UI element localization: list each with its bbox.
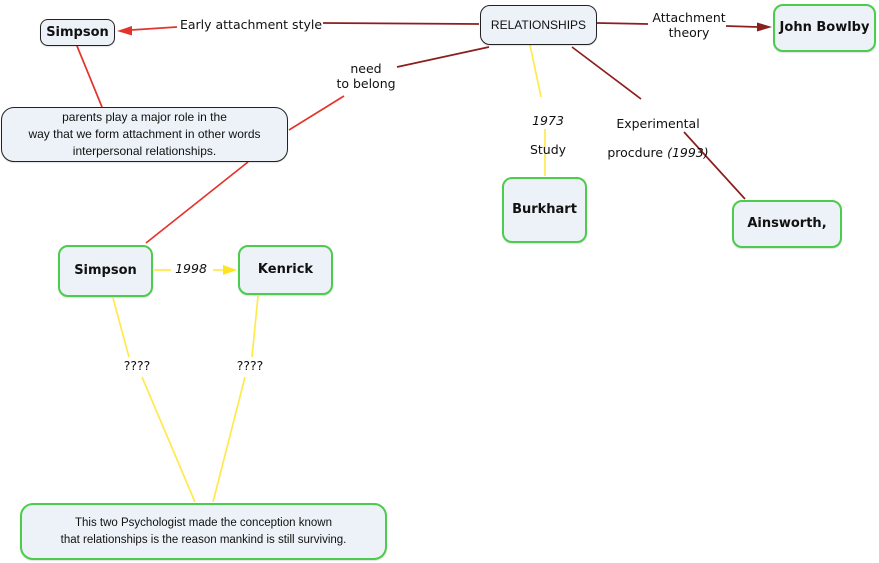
link-text-procedure: procdure <box>607 145 668 161</box>
concept-relationships[interactable]: RELATIONSHIPS <box>480 5 597 45</box>
link-text-experimental: Experimental <box>616 115 700 131</box>
concept-john-bowlby[interactable]: John Bowlby <box>773 4 876 52</box>
link-text-procedure-line: procdure (1993) <box>600 145 716 161</box>
edge-early-attachment-left-segment[interactable] <box>130 26 178 31</box>
link-text: Early attachment style <box>179 17 323 32</box>
concept-label: This two Psychologist made the conceptio… <box>60 516 347 546</box>
edge-unknown-left-upper-segment[interactable] <box>112 297 130 358</box>
edge-attachment-theory-left-segment[interactable] <box>596 22 649 25</box>
link-label-attachment-theory[interactable]: Attachment theory <box>643 10 735 41</box>
edge-experimental-lower-segment[interactable] <box>683 131 746 200</box>
concept-burkhart[interactable]: Burkhart <box>502 177 587 243</box>
link-label-1973-study[interactable]: 1973 Study <box>517 99 579 173</box>
concept-label: parents play a major role in the way tha… <box>28 110 261 158</box>
edge-attachment-theory-right-segment[interactable] <box>725 25 759 28</box>
concept-conclusion[interactable]: This two Psychologist made the conceptio… <box>20 503 387 560</box>
link-label-need-to-belong[interactable]: need to belong <box>330 61 402 92</box>
edge-unknown-left-lower-segment[interactable] <box>141 376 196 503</box>
link-text: ???? <box>123 358 151 373</box>
edge-need-to-belong-lower-segment[interactable] <box>288 95 345 131</box>
edge-simpson-top-to-parents[interactable] <box>76 45 103 108</box>
concept-label: Kenrick <box>257 262 314 278</box>
edge-experimental-upper-segment[interactable] <box>571 46 642 100</box>
concept-simpson-bottom[interactable]: Simpson <box>58 245 153 297</box>
link-label-early-attachment-style[interactable]: Early attachment style <box>178 17 324 33</box>
edge-parents-to-simpson-bottom[interactable] <box>145 161 249 244</box>
concept-label: John Bowlby <box>779 20 870 36</box>
concept-label: Ainsworth, <box>747 216 827 232</box>
concept-simpson-top[interactable]: Simpson <box>40 19 115 46</box>
arrowhead-into-john-bowlby <box>757 22 772 32</box>
edge-1973-study-upper-segment[interactable] <box>529 44 542 98</box>
concept-label: Simpson <box>46 24 109 40</box>
arrowhead-into-simpson-top <box>117 26 132 36</box>
concept-label: Burkhart <box>512 202 577 218</box>
concept-kenrick[interactable]: Kenrick <box>238 245 333 295</box>
edge-early-attachment-right-segment[interactable] <box>322 22 480 25</box>
link-text: 1998 <box>175 261 207 276</box>
link-text: Attachment theory <box>652 10 726 40</box>
edge-unknown-right-upper-segment[interactable] <box>251 295 259 358</box>
edge-need-to-belong-upper-segment[interactable] <box>396 46 490 68</box>
edge-unknown-right-lower-segment[interactable] <box>212 376 246 503</box>
link-text-study: Study <box>529 142 567 158</box>
concept-label: RELATIONSHIPS <box>490 17 587 32</box>
link-label-experimental-procedure[interactable]: Experimental procdure (1993) <box>600 102 716 176</box>
link-label-unknown-left[interactable]: ???? <box>111 358 163 374</box>
link-text-procedure-year: (1993) <box>667 145 709 161</box>
concept-label: Simpson <box>74 263 137 279</box>
link-text-year: 1973 <box>532 112 564 128</box>
link-text: ???? <box>236 358 264 373</box>
link-text: need to belong <box>336 61 396 91</box>
link-label-unknown-right[interactable]: ???? <box>224 358 276 374</box>
concept-ainsworth[interactable]: Ainsworth, <box>732 200 842 248</box>
arrowhead-into-kenrick <box>223 265 237 275</box>
concept-parents-role[interactable]: parents play a major role in the way tha… <box>1 107 288 162</box>
link-label-1998[interactable]: 1998 <box>168 261 214 277</box>
